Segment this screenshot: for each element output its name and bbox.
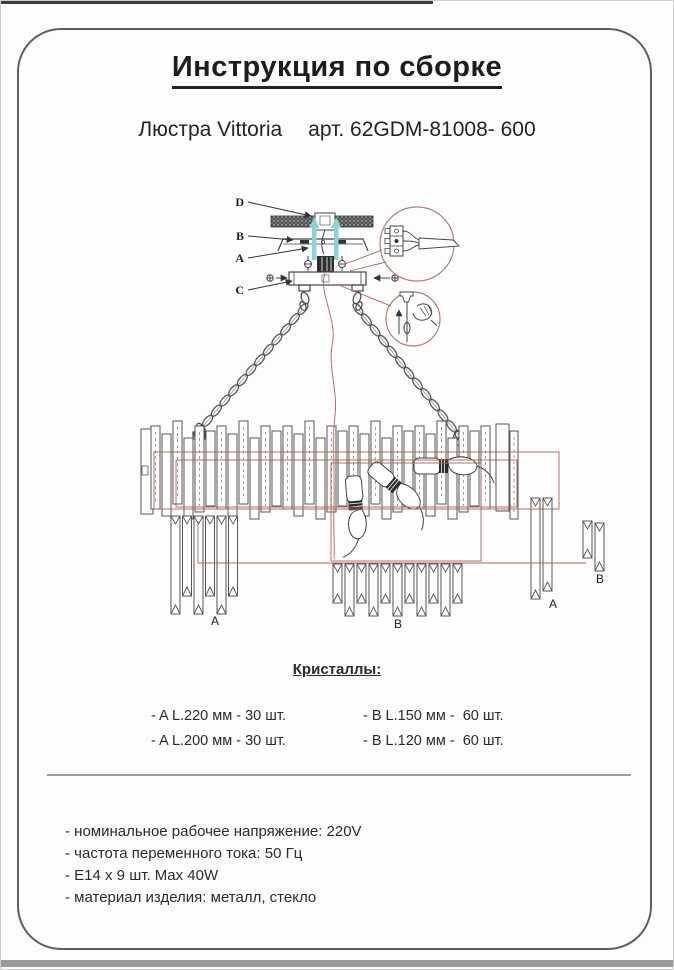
ceiling-assembly xyxy=(270,212,374,255)
crystal-row-b xyxy=(332,563,463,617)
suspension-chains xyxy=(193,302,466,444)
page-border-frame xyxy=(17,28,652,950)
crystal-spec: - B L.120 мм - 60 шт. xyxy=(363,733,504,749)
specs-list: - номинальное рабочее напряжение: 220V -… xyxy=(65,821,362,909)
wiring-overlay xyxy=(153,249,586,564)
crystal-row-a xyxy=(170,515,238,615)
spec-item: - Е14 х 9 шт. Max 40W xyxy=(65,867,219,884)
mounting-bracket xyxy=(277,238,369,252)
crystals-column-left: - A L.220 мм - 30 шт. - A L.200 мм - 30 … xyxy=(151,704,286,754)
hand-icon xyxy=(412,303,433,321)
terminal-block xyxy=(317,256,334,272)
spec-item: - материал изделия: металл, стекло xyxy=(65,889,317,906)
row-b-label: B xyxy=(394,617,402,631)
terminal-detail-circle xyxy=(379,206,461,282)
crystals-column-right: - B L.150 мм - 60 шт. - B L.120 мм - 60 … xyxy=(363,704,504,754)
spec-item: - частота переменного тока: 50 Гц xyxy=(65,845,303,862)
assembly-diagram: D B A C A B A B xyxy=(140,195,605,631)
spec-item: - номинальное рабочее напряжение: 220V xyxy=(65,823,362,840)
chain-link-detail-circle xyxy=(385,291,441,347)
page-title-text: Инструкция по сборке xyxy=(171,51,503,89)
product-name: Люстра Vittoria xyxy=(138,118,283,141)
scan-edge-top xyxy=(1,1,433,4)
power-wire xyxy=(323,272,337,560)
chain-hangers xyxy=(298,284,364,311)
section-divider xyxy=(47,774,631,776)
detail-a-label: A xyxy=(549,597,557,611)
crystal-spec: - A L.220 мм - 30 шт. xyxy=(151,708,286,724)
callout-labels: D B A C A B A B xyxy=(211,195,604,631)
canopy-bar xyxy=(288,271,367,286)
callout-b: B xyxy=(236,229,244,243)
crystal-detail-a xyxy=(530,497,553,600)
crystals-heading-text: Кристаллы: xyxy=(292,661,382,678)
article-number: арт. 62GDM-81008- 600 xyxy=(308,118,536,141)
chandelier-glass-slats xyxy=(150,420,491,520)
callout-d: D xyxy=(235,195,244,209)
page-title: Инструкция по сборке xyxy=(1,51,673,89)
scan-edge-bottom xyxy=(1,960,673,967)
mounting-screws xyxy=(304,256,346,271)
ceiling-wire xyxy=(321,229,326,255)
junction-box-inner xyxy=(319,215,331,226)
crystals-heading: Кристаллы: xyxy=(1,661,673,678)
crystal-spec: - B L.150 мм - 60 шт. xyxy=(363,708,504,724)
product-subtitle: Люстра Vittoria арт. 62GDM-81008- 600 xyxy=(1,118,673,142)
callout-a: A xyxy=(235,251,244,265)
callout-c: C xyxy=(235,283,244,297)
detail-b-label: B xyxy=(596,572,604,586)
canopy-side-screws xyxy=(266,274,399,282)
crystal-detail-b xyxy=(582,520,605,572)
crystal-spec: - A L.200 мм - 30 шт. xyxy=(151,733,286,749)
chandelier-end-plates xyxy=(140,423,519,520)
row-a-label: A xyxy=(211,614,219,628)
mounting-direction-arrows xyxy=(309,217,342,260)
